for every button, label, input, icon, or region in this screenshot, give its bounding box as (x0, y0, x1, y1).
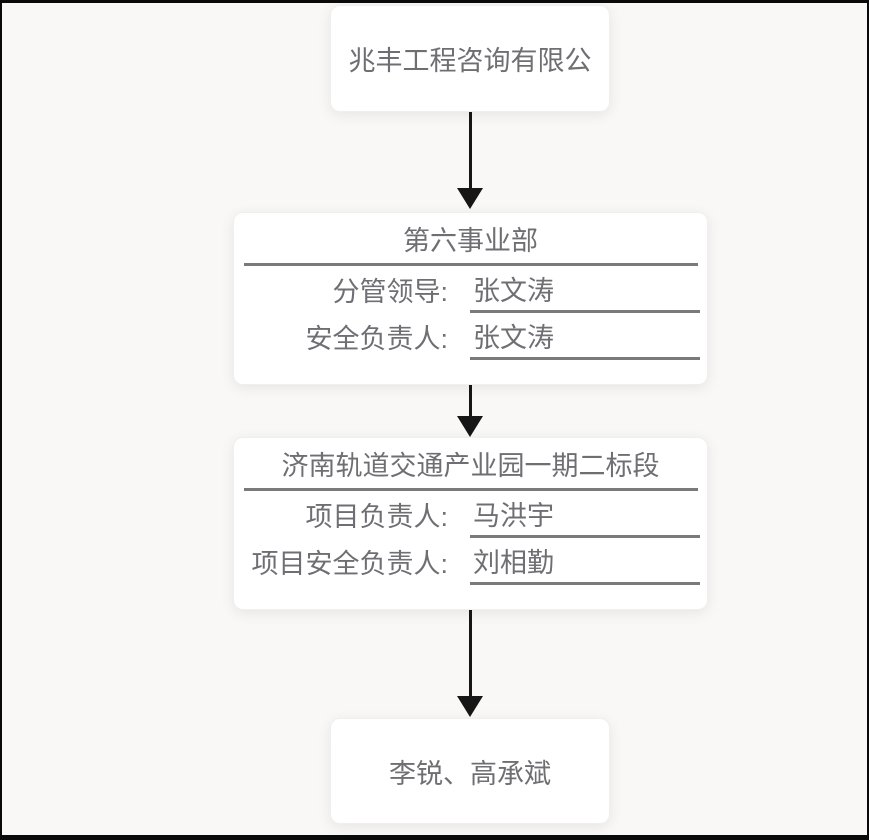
arrow-head-down-icon (457, 696, 483, 717)
arrow-head-down-icon (457, 188, 483, 209)
field-label: 项目安全负责人: (251, 549, 448, 579)
org-node-members[interactable]: 李锐、高承斌 (330, 718, 610, 824)
connector-arrow-division-to-project (457, 385, 483, 437)
field-value: 张文涛 (470, 266, 700, 313)
connector-arrow-company-to-division (457, 112, 483, 209)
org-node-project-title: 济南轨道交通产业园一期二标段 (281, 450, 660, 481)
arrow-line (468, 112, 472, 189)
org-node-company[interactable]: 兆丰工程咨询有限公 (330, 5, 610, 112)
field-value: 马洪宇 (470, 491, 700, 538)
field-value: 刘相勤 (470, 538, 700, 585)
org-node-project[interactable]: 济南轨道交通产业园一期二标段 项目负责人: 马洪宇 项目安全负责人: 刘相勤 (233, 437, 708, 610)
field-row-project-safety-officer: 项目安全负责人: 刘相勤 (234, 538, 707, 585)
field-row-project-manager: 项目负责人: 马洪宇 (234, 491, 707, 538)
title-divider (244, 263, 698, 266)
org-node-company-title: 兆丰工程咨询有限公 (348, 46, 592, 76)
org-node-division-title: 第六事业部 (403, 225, 538, 256)
field-row-division-leader: 分管领导: 张文涛 (234, 266, 707, 313)
org-node-members-title: 李锐、高承斌 (389, 758, 551, 789)
arrow-head-down-icon (457, 416, 483, 437)
arrow-line (468, 610, 472, 697)
field-row-division-safety-officer: 安全负责人: 张文涛 (234, 313, 707, 360)
org-node-division[interactable]: 第六事业部 分管领导: 张文涛 安全负责人: 张文涛 (233, 212, 708, 385)
field-label: 项目负责人: (305, 502, 448, 532)
connector-arrow-project-to-members (457, 610, 483, 717)
field-label: 安全负责人: (305, 324, 448, 354)
arrow-line (468, 385, 472, 417)
field-label: 分管领导: (332, 277, 448, 307)
field-value: 张文涛 (470, 313, 700, 360)
title-divider (244, 488, 698, 491)
